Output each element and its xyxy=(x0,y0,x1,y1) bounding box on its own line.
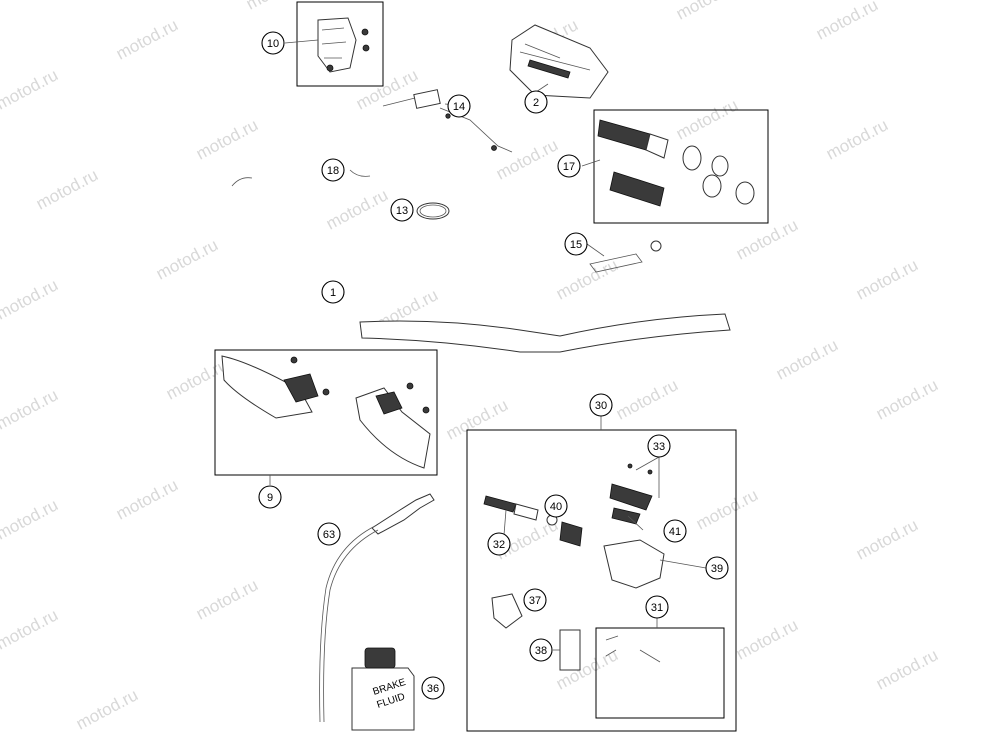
watermark-text: motod.ru xyxy=(113,15,181,63)
watermark-text: motod.ru xyxy=(673,95,741,143)
watermark-text: motod.ru xyxy=(733,215,801,263)
watermark-text: motod.ru xyxy=(0,495,61,543)
callout-label: 2 xyxy=(533,97,539,109)
callout-15: 15 xyxy=(564,232,588,256)
leader-lines xyxy=(269,39,707,651)
watermark-text: motod.ru xyxy=(873,645,941,693)
watermark-text: motod.ru xyxy=(153,235,221,283)
watermark-text: motod.ru xyxy=(853,515,921,563)
callout-39: 39 xyxy=(705,556,729,580)
handlebar-pad-part xyxy=(509,24,609,99)
callout-label: 13 xyxy=(396,205,408,217)
callout-label: 1 xyxy=(330,287,336,299)
watermark-text: motod.ru xyxy=(773,335,841,383)
brake-hose-part xyxy=(319,493,435,723)
watermark-text: motod.ru xyxy=(193,575,261,623)
callout-41: 41 xyxy=(663,519,687,543)
callout-10: 10 xyxy=(261,31,285,55)
throttle-housing-part xyxy=(589,240,662,273)
watermark-text: motod.ru xyxy=(73,685,141,733)
callout-40: 40 xyxy=(544,494,568,518)
callout-37: 37 xyxy=(523,588,547,612)
callout-17: 17 xyxy=(557,154,581,178)
callout-label: 40 xyxy=(550,501,562,513)
watermark-text: motod.ru xyxy=(873,375,941,423)
callout-label: 9 xyxy=(267,492,273,504)
callout-label: 32 xyxy=(493,539,505,551)
callout-label: 63 xyxy=(323,529,335,541)
brake-fluid-bottle xyxy=(351,647,415,731)
watermark-text: motod.ru xyxy=(193,115,261,163)
callout-label: 18 xyxy=(327,165,339,177)
watermark-text: motod.ru xyxy=(673,0,741,24)
watermark-text: motod.ru xyxy=(493,135,561,183)
callout-31: 31 xyxy=(645,595,669,619)
watermark-text: motod.ru xyxy=(443,395,511,443)
brake-caliper-part xyxy=(317,17,370,73)
callout-36: 36 xyxy=(421,676,445,700)
callout-18: 18 xyxy=(321,158,345,182)
callout-label: 31 xyxy=(651,602,663,614)
callout-label: 41 xyxy=(669,526,681,538)
group-box-17 xyxy=(593,109,769,224)
watermark-text: motod.ru xyxy=(0,65,61,113)
watermark-text: motod.ru xyxy=(33,165,101,213)
group-box-9 xyxy=(214,349,438,476)
watermark-text: motod.ru xyxy=(853,255,921,303)
master-cylinder-parts xyxy=(483,463,665,671)
callout-13: 13 xyxy=(390,198,414,222)
callout-9: 9 xyxy=(258,485,282,509)
watermark-text: motod.ru xyxy=(553,255,621,303)
callout-label: 15 xyxy=(570,239,582,251)
hand-guard-part xyxy=(221,355,431,469)
watermark-text: motod.ru xyxy=(323,185,391,233)
group-box-10 xyxy=(296,1,384,87)
watermark-layer: motod.ru motod.ru motod.ru motod.ru moto… xyxy=(0,0,941,734)
watermark-text: motod.ru xyxy=(0,275,61,323)
callout-2: 2 xyxy=(524,90,548,114)
throttle-cable-part xyxy=(382,89,513,153)
watermark-text: motod.ru xyxy=(113,475,181,523)
watermark-text: motod.ru xyxy=(0,605,61,653)
callout-30: 30 xyxy=(589,393,613,417)
o-ring-part xyxy=(416,202,450,220)
callout-33: 33 xyxy=(647,434,671,458)
part-18-wire xyxy=(231,177,253,187)
watermark-text: motod.ru xyxy=(733,615,801,663)
watermark-text: motod.ru xyxy=(613,375,681,423)
group-box-30 xyxy=(466,429,737,732)
callout-32: 32 xyxy=(487,532,511,556)
watermark-text: motod.ru xyxy=(353,65,421,113)
callout-label: 17 xyxy=(563,161,575,173)
group-box-31 xyxy=(595,627,725,719)
callout-14: 14 xyxy=(447,94,471,118)
callout-label: 33 xyxy=(653,441,665,453)
callout-38: 38 xyxy=(529,638,553,662)
part-18-clip xyxy=(349,169,371,177)
grips-part xyxy=(597,119,755,207)
watermark-text: motod.ru xyxy=(813,0,881,44)
watermark-text: motod.ru xyxy=(693,485,761,533)
watermark-text: motod.ru xyxy=(163,355,231,403)
watermark-text: motod.ru xyxy=(0,385,61,433)
callout-label: 37 xyxy=(529,595,541,607)
callout-1: 1 xyxy=(321,280,345,304)
callout-label: 36 xyxy=(427,683,439,695)
callout-label: 38 xyxy=(535,645,547,657)
callout-label: 10 xyxy=(267,38,279,50)
handlebar-part xyxy=(359,313,731,353)
callout-label: 39 xyxy=(711,563,723,575)
callout-label: 14 xyxy=(453,101,465,113)
watermark-text: motod.ru xyxy=(823,115,891,163)
callout-63: 63 xyxy=(317,522,341,546)
callout-label: 30 xyxy=(595,400,607,412)
